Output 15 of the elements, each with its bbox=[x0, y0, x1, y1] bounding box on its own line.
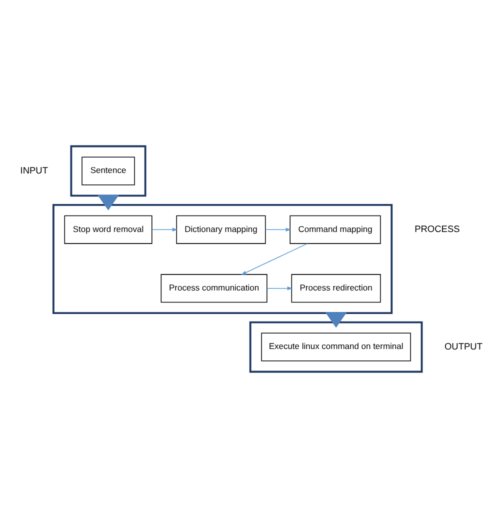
arrow bbox=[265, 228, 292, 232]
node-box: Dictionary mapping bbox=[176, 215, 266, 244]
node-label: INPUT bbox=[20, 165, 48, 176]
node-box: Stop word removal bbox=[64, 215, 152, 244]
arrow bbox=[152, 228, 178, 232]
arrow bbox=[240, 243, 308, 275]
cluster bbox=[249, 321, 423, 373]
node-box: Sentence bbox=[82, 156, 135, 186]
node-box: Execute linux command on terminal bbox=[261, 332, 411, 362]
node-box: Process redirection bbox=[291, 274, 381, 303]
node-box: Command mapping bbox=[290, 215, 381, 244]
node-label: OUTPUT bbox=[444, 341, 482, 352]
arrow bbox=[266, 286, 293, 290]
node-label: PROCESS bbox=[414, 224, 460, 234]
node-box: Process communication bbox=[160, 274, 268, 303]
